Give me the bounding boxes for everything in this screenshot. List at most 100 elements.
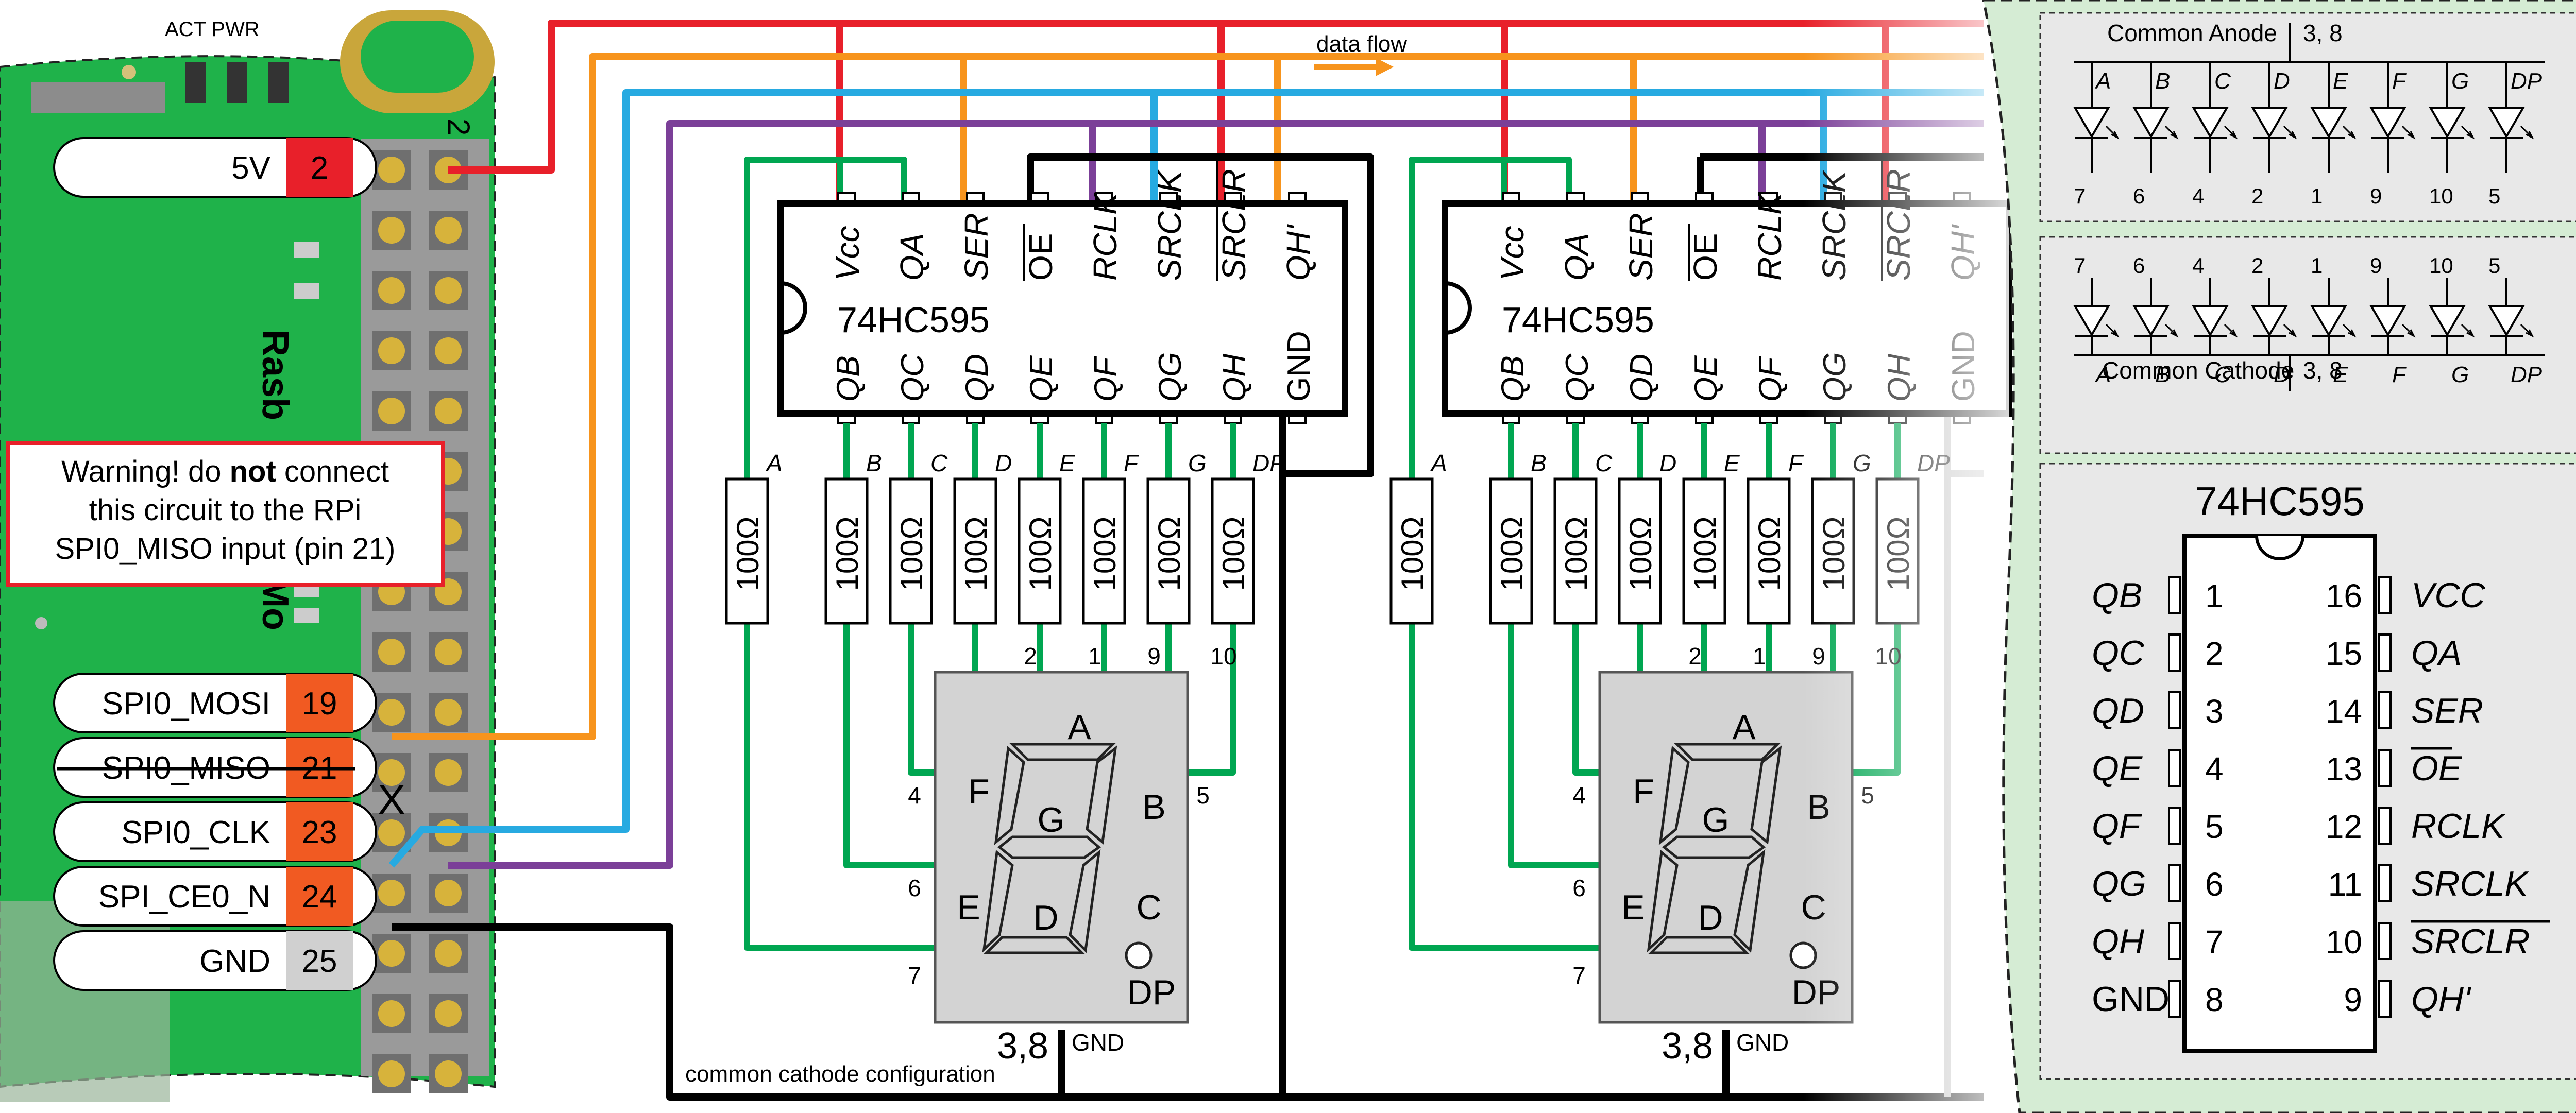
- chip-bottom-pin-label: QF: [1088, 356, 1124, 402]
- pinout-pin-name: RCLK: [2411, 807, 2506, 846]
- led-cathode: [2310, 305, 2347, 337]
- gpio-pin: [435, 940, 462, 967]
- pinout-title: 74HC595: [2195, 478, 2365, 524]
- segment-label: A: [765, 450, 783, 476]
- chip-top-pin-label: SER: [1622, 213, 1659, 281]
- pinout-pin: [2378, 807, 2392, 845]
- pinout-pin-name: SRCLK: [2411, 864, 2529, 903]
- legend-segment-label: A: [2094, 69, 2111, 94]
- gpio-pin: [435, 217, 462, 244]
- segment-letter: D: [1033, 898, 1058, 937]
- segment-c: [1733, 849, 1766, 953]
- pinout-pin-name: QF: [2092, 807, 2142, 846]
- mosi-wire: [392, 53, 1984, 740]
- segment-label: D: [995, 450, 1012, 476]
- led-light-icon: [2283, 323, 2297, 338]
- pin-number: 23: [302, 815, 337, 850]
- pinout-pin: [2378, 980, 2392, 1018]
- led-light-icon: [2342, 125, 2357, 140]
- gpio-pins: [372, 150, 468, 1093]
- led-light-icon: [2283, 125, 2297, 140]
- led-anode: [2488, 107, 2525, 139]
- gpio-pin: [378, 819, 405, 846]
- chip-notch: [1445, 281, 1472, 335]
- chip-top-pin-label: RCLK: [1087, 191, 1124, 281]
- segment-letter: G: [1038, 800, 1065, 840]
- seg-wire: [1409, 623, 1600, 951]
- legend-segment-label: G: [2451, 69, 2469, 94]
- segment-letter: B: [1142, 787, 1165, 827]
- display-pin-number: 4: [908, 782, 921, 809]
- gpio-pin: [378, 277, 405, 304]
- legend-pin-number: 10: [2429, 184, 2453, 208]
- led-anode: [2310, 107, 2347, 139]
- segment-label: A: [1430, 450, 1447, 476]
- pinout-pin-name: QC: [2092, 633, 2145, 673]
- segment-d: [983, 936, 1086, 954]
- chip-notch: [780, 281, 807, 335]
- resistor-body: [1389, 477, 1434, 625]
- gpio-pin: [378, 880, 405, 906]
- resistor-value: 100Ω: [1152, 517, 1187, 591]
- led-light-icon: [2401, 125, 2416, 140]
- pinout-pin: [2168, 807, 2181, 845]
- legend-segment-label: C: [2214, 362, 2231, 387]
- chip-bottom-pin-label: QD: [959, 354, 995, 402]
- chip-top-pin-label: Vcc: [1494, 226, 1531, 281]
- display-pin-number: 1: [1753, 643, 1766, 670]
- pin-number: 19: [302, 686, 337, 722]
- board-text: Rasb: [255, 330, 296, 420]
- resistor-body: [1747, 477, 1791, 625]
- chip-top-pin-label: QH': [1280, 224, 1317, 281]
- legend-segment-label: D: [2274, 69, 2290, 94]
- pin-number: 2: [311, 150, 328, 186]
- pinout-pin-name: QH': [2411, 980, 2471, 1019]
- chip-name: 74HC595: [1502, 300, 1654, 340]
- legend-pin-number: 9: [2370, 184, 2382, 208]
- display-pin-number: 4: [1572, 782, 1586, 809]
- led-light-icon: [2342, 323, 2357, 338]
- legend-pin-number: 6: [2133, 184, 2145, 208]
- chip-top-pin-label: OE: [1022, 233, 1059, 281]
- decimal-point: [1125, 941, 1153, 969]
- chip-bottom-pin-label: QB: [831, 355, 866, 402]
- gpio-pin: [378, 217, 405, 244]
- gnd-wire: [392, 923, 1984, 1101]
- led-anode: [2073, 107, 2110, 139]
- led-light-icon: [2520, 125, 2534, 140]
- legend-pin-number: 9: [2370, 253, 2382, 278]
- pinout-pin-number: 5: [2205, 808, 2224, 845]
- resistor-body: [1082, 477, 1126, 625]
- seg-wire: [908, 623, 935, 776]
- gpio-pin: [435, 398, 462, 424]
- pinout-pin-number: 7: [2205, 923, 2224, 961]
- led-cathode: [2369, 305, 2406, 337]
- led-light-icon: [2461, 125, 2475, 140]
- pinout-pin: [2378, 864, 2392, 902]
- display-gnd-label: GND: [1736, 1029, 1789, 1056]
- resistor-value: 100Ω: [1395, 517, 1430, 591]
- display-gnd-label: GND: [1072, 1029, 1124, 1056]
- legend-pin-number: 1: [2311, 184, 2323, 208]
- display-common-pins: 3,8: [997, 1025, 1048, 1067]
- data-flow-label: data flow: [1316, 31, 1407, 57]
- segment-letter: A: [1067, 708, 1091, 747]
- gpio-pin: [435, 699, 462, 726]
- chip-name: 74HC595: [837, 300, 990, 340]
- segment-letter: A: [1732, 708, 1756, 747]
- legend-segment-label: C: [2214, 69, 2231, 94]
- resistor-body: [1211, 477, 1255, 625]
- seg-wire: [1188, 623, 1236, 776]
- segment-letter: F: [1633, 772, 1654, 811]
- chip-top-pin-label: Vcc: [829, 226, 866, 281]
- legend-segment-label: E: [2333, 362, 2348, 387]
